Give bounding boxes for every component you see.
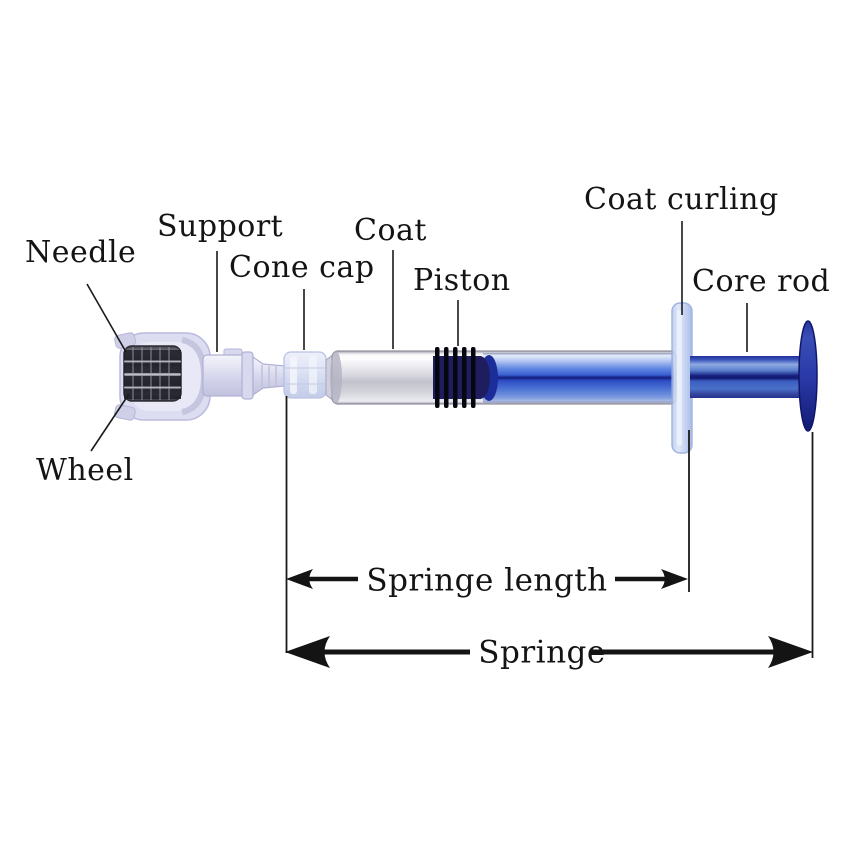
label-needle: Needle bbox=[25, 235, 137, 270]
needle-row bbox=[124, 376, 181, 386]
label-coat: Coat bbox=[354, 213, 427, 248]
springe-length-dimension bbox=[285, 396, 690, 653]
wheel-leader-line bbox=[90, 393, 130, 452]
needle-wheel-graphic bbox=[123, 345, 182, 402]
left-arrowhead-large bbox=[285, 636, 330, 668]
label-wheel: Wheel bbox=[36, 453, 134, 488]
needle-row bbox=[124, 389, 181, 399]
leader-lines bbox=[86, 221, 748, 452]
needle-leader-line bbox=[86, 283, 127, 353]
core-rod-graphic bbox=[690, 320, 818, 432]
label-core-rod: Core rod bbox=[692, 264, 831, 299]
label-springe: Springe bbox=[478, 634, 606, 671]
support-graphic bbox=[202, 348, 286, 400]
label-cone-cap: Cone cap bbox=[229, 250, 375, 285]
liquid-graphic bbox=[480, 353, 674, 403]
right-arrowhead-large bbox=[768, 636, 813, 668]
right-arrowhead bbox=[661, 569, 688, 589]
needle-row bbox=[124, 350, 181, 360]
label-coat-curling: Coat curling bbox=[584, 182, 779, 217]
label-piston: Piston bbox=[413, 263, 511, 298]
label-support: Support bbox=[157, 209, 284, 244]
thumb-rest-graphic bbox=[798, 320, 818, 432]
coat-curling-flange-graphic bbox=[671, 302, 693, 454]
piston-graphic bbox=[433, 347, 490, 408]
label-springe-length: Springe length bbox=[366, 562, 608, 599]
needle-row bbox=[124, 363, 181, 373]
springe-dimension bbox=[285, 432, 814, 668]
left-arrowhead bbox=[286, 569, 313, 589]
cone-cap-graphic bbox=[283, 351, 327, 399]
